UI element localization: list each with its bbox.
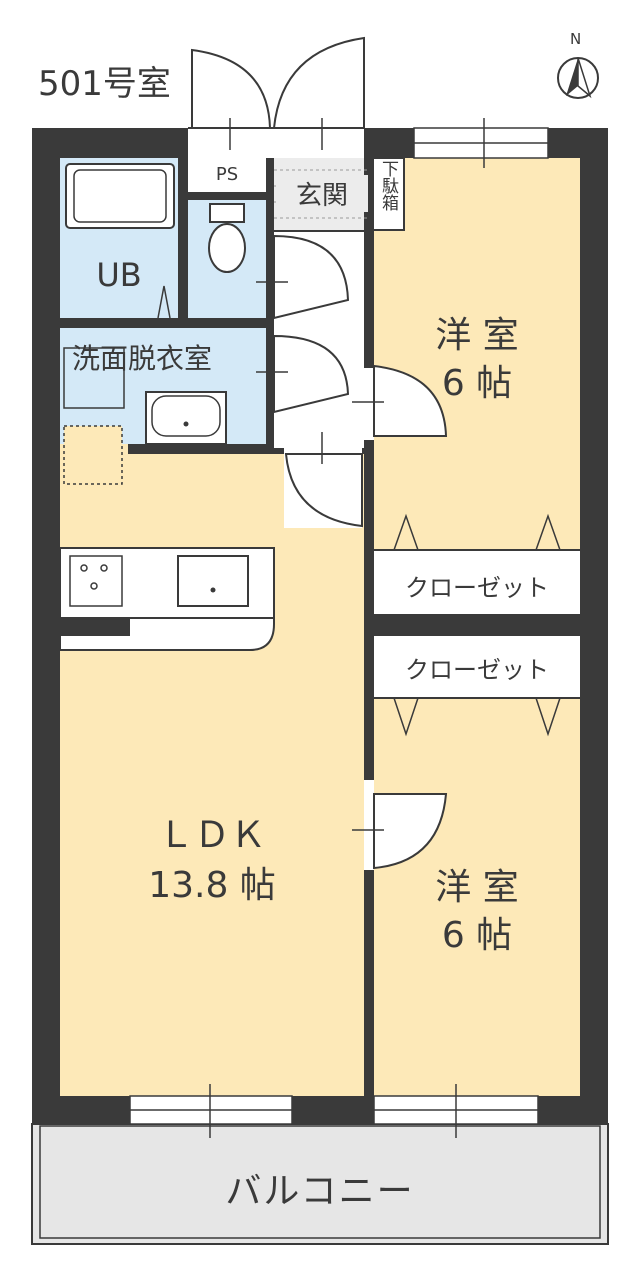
ldk-floor bbox=[60, 448, 364, 1096]
door-western-room-2 bbox=[373, 793, 448, 870]
kitchen-sink-icon bbox=[177, 555, 249, 607]
entry-door-main bbox=[272, 36, 365, 129]
unit-name: 501号室 bbox=[38, 64, 171, 104]
western-room-1-floor bbox=[374, 158, 580, 550]
western-room-2-size: 6 帖 bbox=[441, 915, 513, 956]
entrance-label: 玄関 bbox=[276, 175, 368, 212]
toilet-icon bbox=[209, 203, 245, 223]
refrigerator-space bbox=[63, 425, 123, 485]
north-arrow-icon bbox=[557, 57, 599, 99]
bathtub-icon bbox=[65, 163, 175, 229]
shoe-box-label: 下駄箱 bbox=[378, 160, 398, 211]
door-western-room-1 bbox=[373, 364, 448, 437]
unit-bath-label: UB bbox=[96, 256, 142, 294]
ldk-size: 13.8 帖 bbox=[148, 865, 276, 906]
pipe-space bbox=[188, 158, 266, 192]
western-room-2-name: 洋 室 bbox=[435, 867, 519, 908]
ldk-name: ＬＤＫ bbox=[157, 815, 266, 856]
entry-door-left bbox=[191, 48, 272, 129]
washing-machine-space bbox=[63, 347, 125, 409]
balcony-label: バルコニー bbox=[225, 1171, 415, 1212]
western-room-1-size: 6 帖 bbox=[441, 363, 513, 404]
balcony-area bbox=[31, 1123, 609, 1245]
closet-2 bbox=[374, 636, 580, 698]
closet-1-label: クローゼット bbox=[405, 574, 549, 602]
door-toilet bbox=[273, 234, 350, 320]
stove-icon bbox=[69, 555, 123, 607]
closet-2-label: クローゼット bbox=[405, 656, 549, 684]
shoe-box bbox=[371, 157, 405, 231]
pipe-space-label: PS bbox=[215, 164, 239, 185]
closet-1 bbox=[374, 550, 580, 614]
door-washroom bbox=[273, 334, 350, 414]
western-room-2-floor bbox=[374, 698, 580, 1096]
western-room-1-name: 洋 室 bbox=[435, 315, 519, 356]
door-ldk bbox=[284, 453, 363, 528]
washroom-label: 洗面脱衣室 bbox=[72, 342, 213, 375]
compass-label: N bbox=[570, 30, 582, 48]
